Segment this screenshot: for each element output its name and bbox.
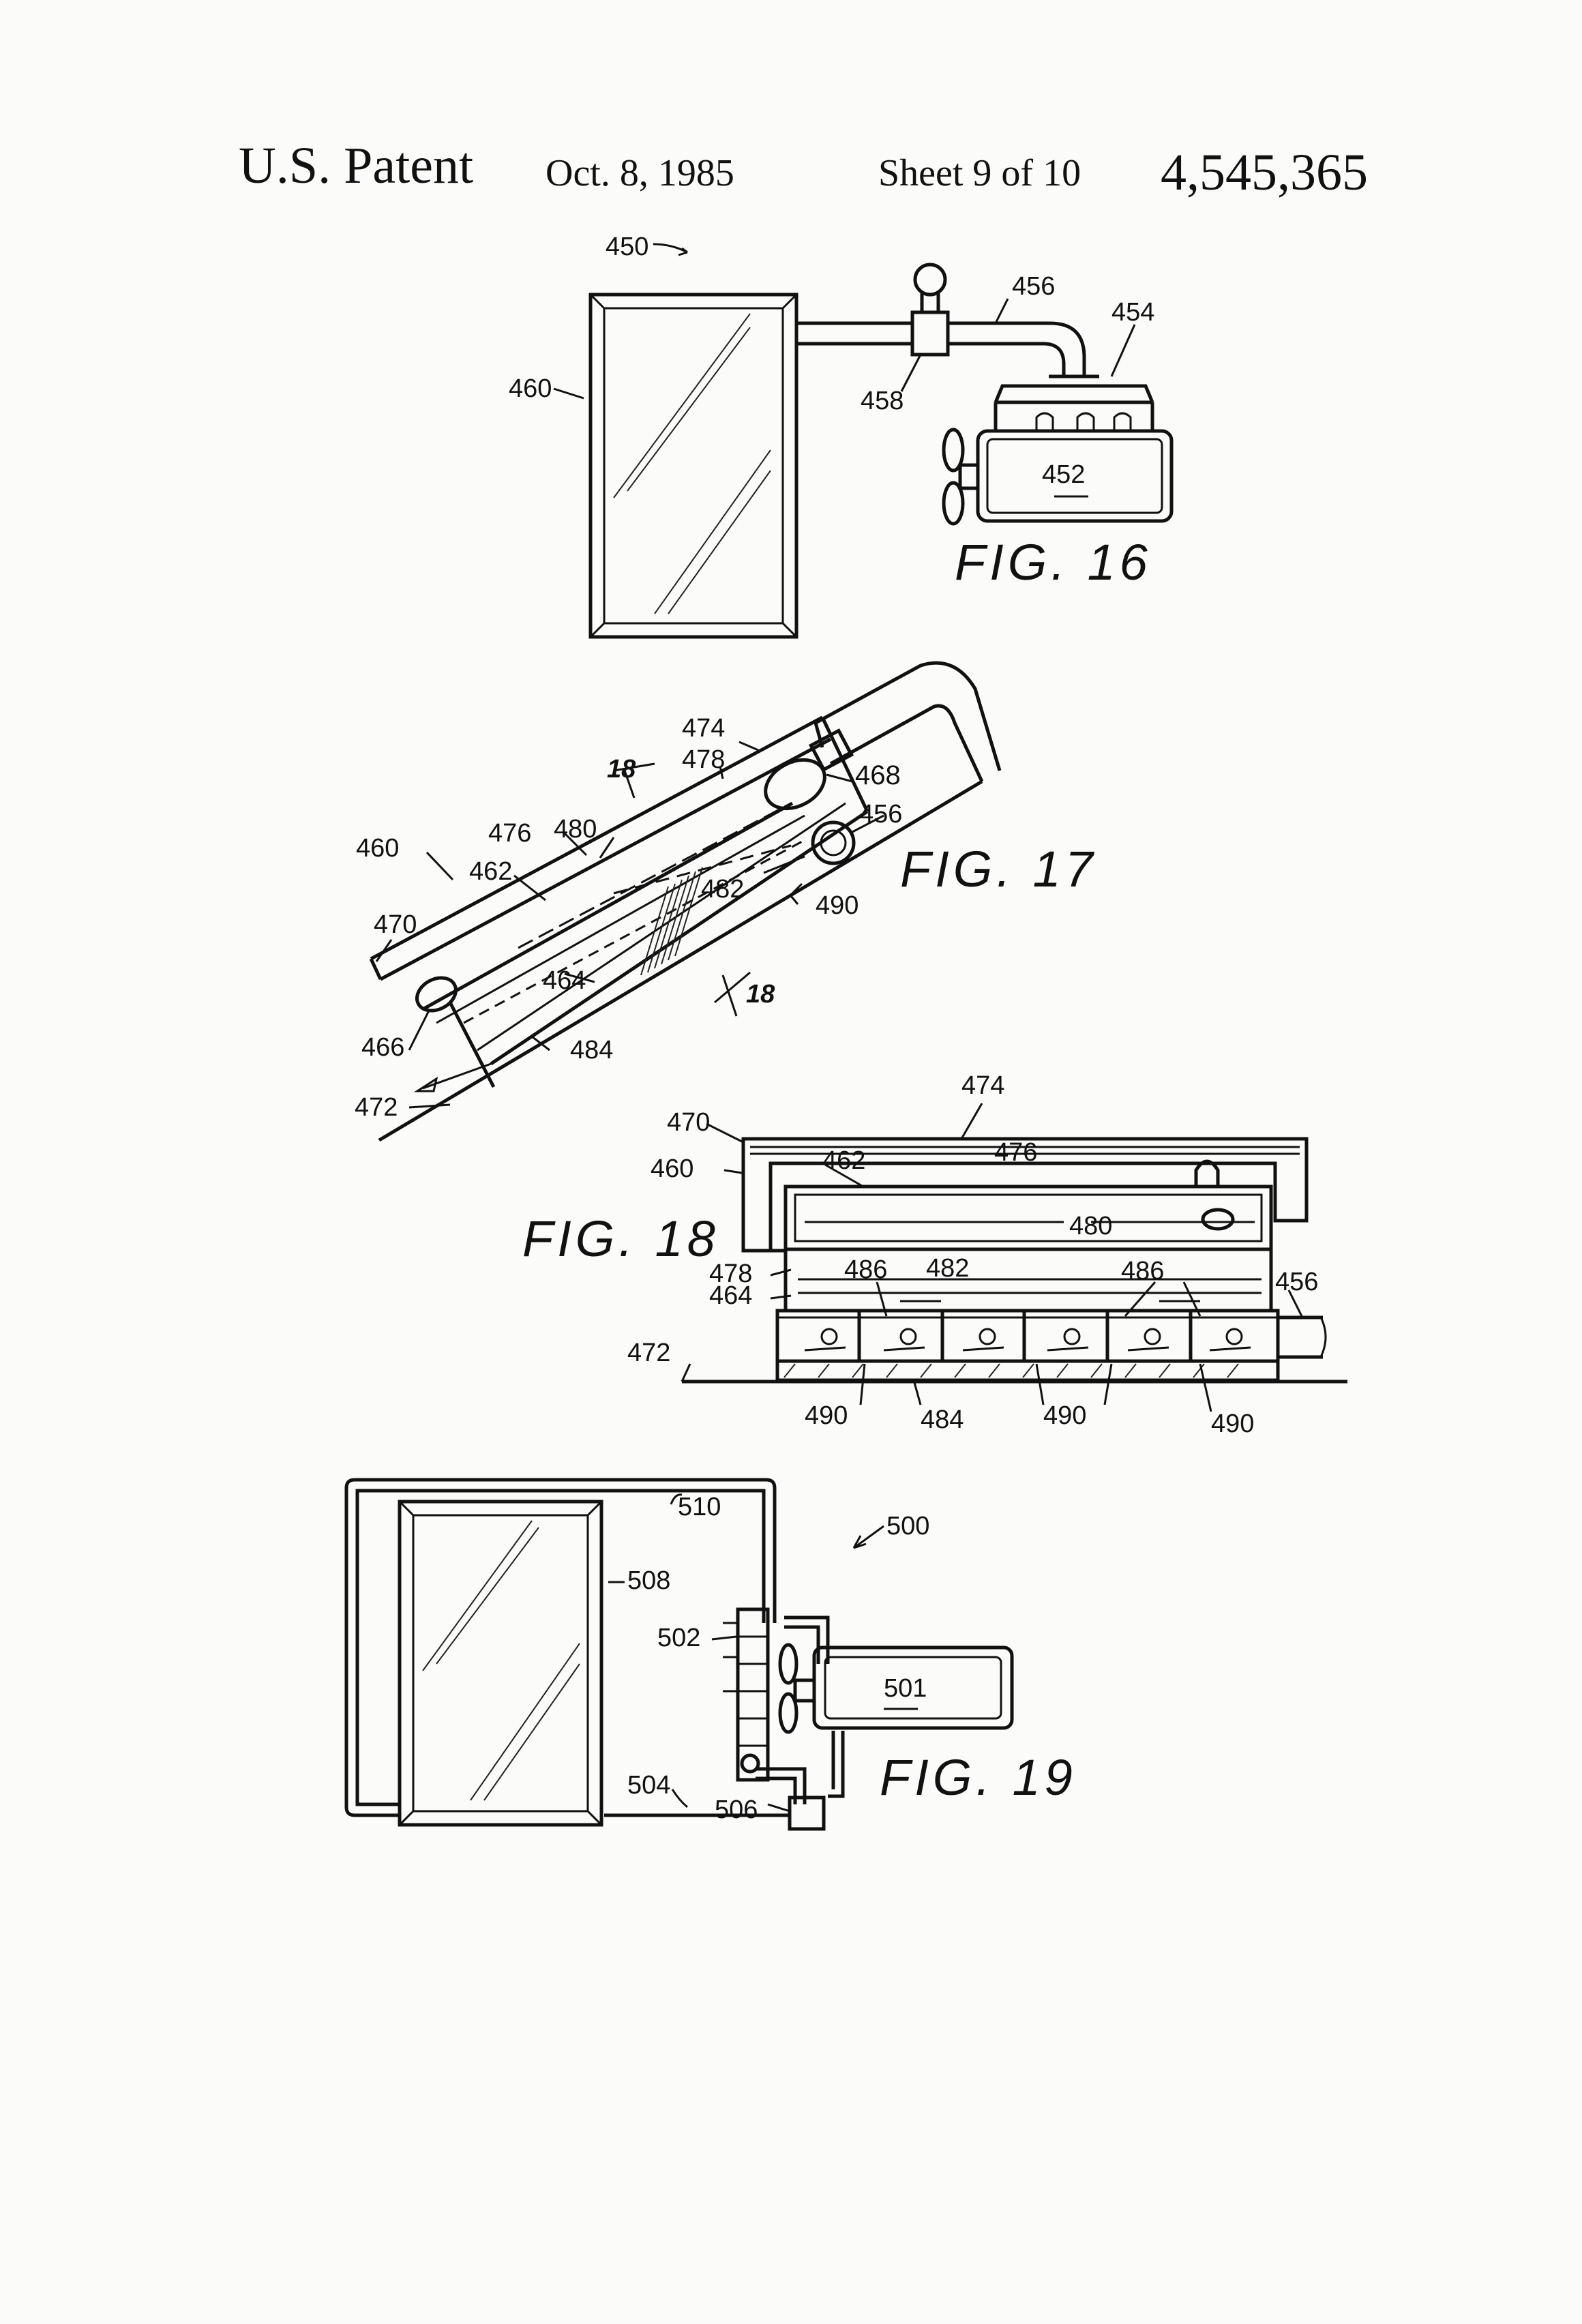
label-501: 501: [884, 1674, 927, 1703]
pipe-456-section: [1278, 1316, 1326, 1358]
label-510: 510: [678, 1493, 721, 1521]
label-18-upper: 18: [607, 755, 636, 784]
figure-17: 474 478 468 18 476 480 456 460 462 482 4…: [355, 663, 1097, 1140]
label-460: 460: [356, 834, 399, 863]
label-464: 464: [709, 1281, 752, 1310]
label-18-lower: 18: [746, 980, 775, 1009]
label-456: 456: [1012, 272, 1055, 301]
label-460: 460: [651, 1154, 693, 1183]
label-468: 468: [855, 760, 901, 790]
label-508: 508: [627, 1566, 670, 1595]
label-454: 454: [1111, 298, 1154, 327]
label-462: 462: [822, 1146, 865, 1175]
fig17-leaders: [376, 742, 884, 1107]
figure-16-title: FIG. 16: [955, 534, 1152, 591]
label-490-right: 490: [1211, 1410, 1254, 1438]
figure-17-title: FIG. 17: [900, 841, 1097, 897]
label-484: 484: [570, 1036, 613, 1064]
solar-panel-460: [591, 295, 796, 637]
label-470: 470: [667, 1108, 710, 1137]
figure-19-title: FIG. 19: [880, 1749, 1077, 1806]
label-452: 452: [1042, 460, 1085, 489]
label-490: 490: [816, 891, 859, 920]
label-480: 480: [1069, 1212, 1112, 1240]
solar-panel-508: [400, 1502, 601, 1825]
tube-row-490: [777, 1311, 1278, 1361]
label-504: 504: [627, 1771, 670, 1800]
label-472: 472: [627, 1339, 670, 1367]
valve-458: [912, 265, 948, 355]
label-506: 506: [715, 1796, 758, 1824]
label-464: 464: [543, 966, 586, 995]
base-484: [682, 1361, 1347, 1382]
return-pipe-510: [346, 1480, 775, 1815]
label-484: 484: [921, 1405, 964, 1434]
label-458: 458: [861, 387, 904, 415]
engine-452: [944, 386, 1171, 524]
label-482: 482: [926, 1254, 969, 1283]
label-450: 450: [606, 233, 648, 261]
label-502: 502: [657, 1624, 700, 1652]
label-456: 456: [1275, 1268, 1318, 1296]
fig16-leaders: [554, 244, 1135, 398]
figure-16: 450 456 454 460 458 452 FIG. 16: [509, 233, 1171, 637]
figure-18-title: FIG. 18: [522, 1210, 719, 1267]
label-482: 482: [701, 875, 744, 904]
label-500: 500: [886, 1512, 929, 1540]
label-470: 470: [374, 910, 417, 939]
label-476: 476: [994, 1138, 1037, 1167]
roof-line-472: [379, 781, 982, 1140]
label-486-left: 486: [844, 1255, 887, 1284]
label-466: 466: [361, 1033, 404, 1062]
figure-18: 474 470 476 460 462 480 FIG. 18 478 486 …: [522, 1071, 1347, 1438]
label-460: 460: [509, 374, 552, 403]
label-474: 474: [961, 1071, 1004, 1100]
label-476: 476: [488, 819, 531, 848]
label-480: 480: [554, 815, 597, 844]
label-490-left: 490: [805, 1401, 848, 1430]
label-456: 456: [859, 800, 902, 829]
label-478: 478: [682, 745, 725, 774]
label-462: 462: [469, 857, 512, 886]
label-486-right: 486: [1121, 1257, 1164, 1285]
label-490-middle: 490: [1043, 1401, 1086, 1430]
figure-19: 510 500 508 502 501 FIG. 19 504 506: [346, 1480, 1077, 1829]
radiator-502: [723, 1609, 768, 1780]
label-472: 472: [355, 1093, 398, 1122]
label-474: 474: [682, 714, 725, 743]
fig18-leaders: [682, 1103, 1302, 1412]
